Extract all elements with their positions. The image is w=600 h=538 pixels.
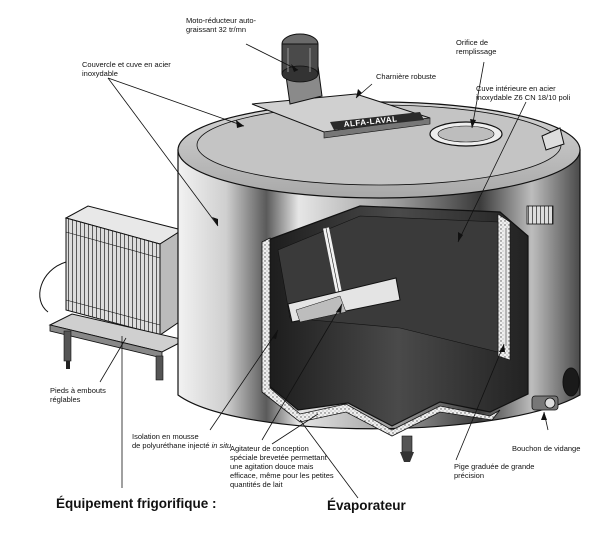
refrigeration-unit [39,205,187,381]
tank-cutaway [261,205,559,462]
label-pieds: Pieds à embouts réglables [50,386,106,404]
leader-lines [99,43,549,499]
label-isolation: Isolation en mousse de polyuréthane inje… [132,432,231,450]
title-equipement-frigorifique: Équipement frigorifique : [56,496,217,511]
title-evaporateur: Évaporateur [327,498,406,513]
label-pige: Pige graduée de grande précision [454,462,535,480]
label-cuve-interieure: Cuve intérieure en acier inoxydable Z6 C… [476,84,571,102]
label-couvercle: Couvercle et cuve en acier inoxydable [82,60,171,78]
label-charniere: Charnière robuste [376,72,437,81]
arrowheads [212,64,547,420]
label-bouchon: Bouchon de vidange [512,444,581,453]
lid-hardware: ALFA-LAVAL [251,33,565,151]
label-isolation-in-situ: in situ [211,441,232,450]
label-moto-reducteur: Moto-réducteur auto- graissant 32 tr/mn [186,16,257,34]
label-agitateur: Agitateur de conception spéciale breveté… [230,444,334,489]
label-isolation-line2: de polyuréthane injecté [132,441,212,450]
label-isolation-line1: Isolation en mousse [132,432,199,441]
label-orifice: Orifice de remplissage [456,38,497,56]
